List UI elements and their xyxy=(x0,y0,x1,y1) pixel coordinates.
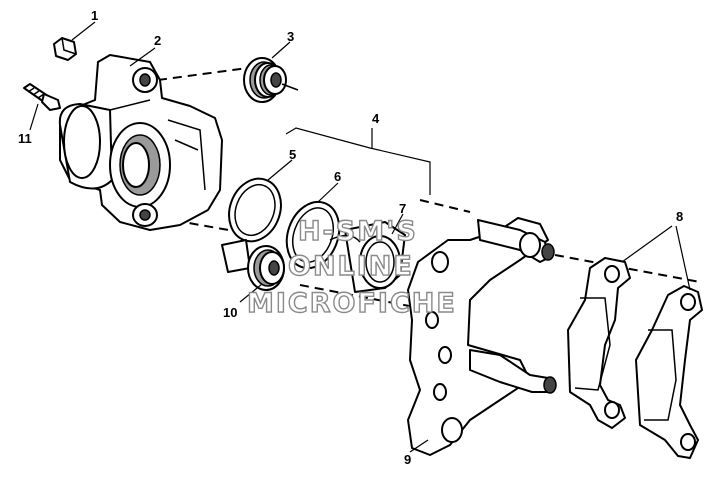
callout-8: 8 xyxy=(676,209,683,224)
part-9-mounting-bracket xyxy=(407,217,557,456)
watermark-line-3: MICROFICHE xyxy=(247,288,457,319)
callout-labels: 1 2 3 4 5 6 7 8 9 10 11 xyxy=(18,8,683,467)
watermark: H-SM'S ONLINE MICROFICHE xyxy=(246,215,457,319)
callout-4: 4 xyxy=(372,111,380,126)
callout-11: 11 xyxy=(18,131,32,146)
callout-3: 3 xyxy=(287,29,294,44)
part-5-o-ring xyxy=(228,177,282,243)
part-8-brake-pads xyxy=(567,257,703,459)
callout-6: 6 xyxy=(334,169,341,184)
callout-1: 1 xyxy=(91,8,98,23)
callout-5: 5 xyxy=(289,147,296,162)
watermark-line-1: H-SM'S xyxy=(298,216,418,247)
part-11-bleeder-screw xyxy=(23,83,61,111)
callout-2: 2 xyxy=(154,33,161,48)
part-2-caliper-body xyxy=(58,54,223,231)
callout-10: 10 xyxy=(223,305,237,320)
callout-7: 7 xyxy=(399,201,406,216)
part-1-cap xyxy=(53,37,77,61)
part-7-piston xyxy=(329,221,406,293)
part-4-bracket-group-marker xyxy=(285,127,431,195)
assembly-axis-lines xyxy=(157,66,701,311)
part-6-o-ring xyxy=(285,200,341,270)
part-10-boot xyxy=(221,239,285,291)
part-3-boot xyxy=(243,57,299,103)
callout-9: 9 xyxy=(404,452,411,467)
leader-lines xyxy=(29,21,691,453)
watermark-line-2: ONLINE xyxy=(288,251,414,282)
